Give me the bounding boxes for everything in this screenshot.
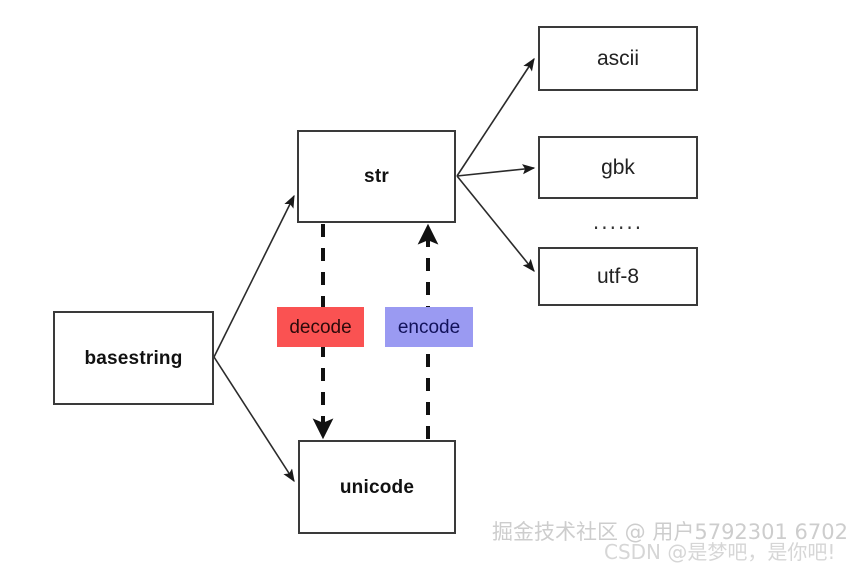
node-gbk[interactable]: gbk	[538, 136, 698, 199]
watermark-csdn: CSDN @是梦吧，是你吧!	[604, 540, 836, 564]
node-basestring-label: basestring	[84, 347, 183, 369]
operation-label-encode-text: encode	[397, 316, 461, 338]
edge-str-to-ascii	[456, 57, 535, 177]
operation-label-decode[interactable]: decode	[277, 307, 364, 347]
node-utf8-label: utf-8	[596, 265, 640, 288]
node-unicode-label: unicode	[339, 476, 415, 498]
node-ascii[interactable]: ascii	[538, 26, 698, 91]
edge-str-to-gbk	[456, 164, 536, 177]
operation-label-decode-text: decode	[289, 316, 352, 338]
node-str[interactable]: str	[297, 130, 456, 223]
edge-str-to-utf8	[456, 175, 535, 272]
watermark-juejin: 掘金技术社区 @ 用户5792301 6702	[492, 520, 848, 544]
node-unicode[interactable]: unicode	[298, 440, 456, 534]
node-basestring[interactable]: basestring	[53, 311, 214, 405]
operation-label-encode[interactable]: encode	[385, 307, 473, 347]
node-str-label: str	[364, 166, 389, 187]
node-utf8[interactable]: utf-8	[538, 247, 698, 306]
encodings-ellipsis: ......	[592, 210, 644, 234]
node-gbk-label: gbk	[601, 156, 635, 179]
node-ascii-label: ascii	[596, 47, 639, 70]
edge-basestring-to-unicode	[213, 356, 295, 483]
